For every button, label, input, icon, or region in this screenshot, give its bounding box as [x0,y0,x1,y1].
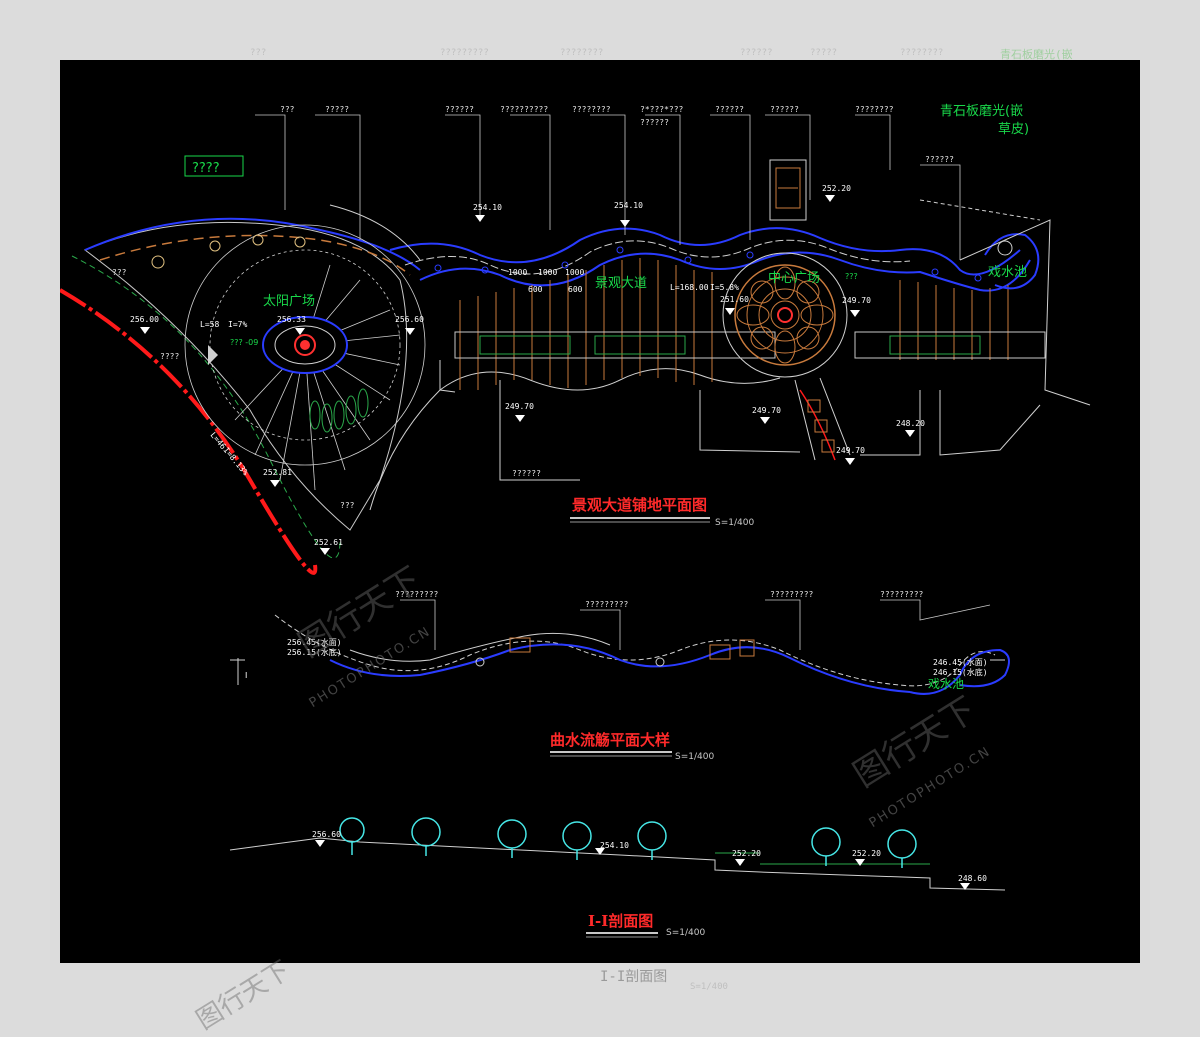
plan-scale: S=1/400 [715,518,754,528]
elevation-label: 249.70 [842,296,871,305]
section-trees [339,817,917,868]
material-note-line1: 青石板磨光(嵌 [940,104,1023,119]
landscape-avenue [369,227,1046,511]
callout-leaders [255,114,961,260]
callout-label: ?????? [770,105,799,114]
water-level-label: 246.45(水面) [933,657,988,667]
right-callout-label: ?????? [925,155,954,164]
elevation-label: 252.20 [822,184,851,193]
callout-label: ????? [325,105,349,114]
elevation-label: 256.33 [277,315,306,324]
callout-label: ???????? [855,105,894,114]
elevation-label: 249.70 [505,402,534,411]
cad-drawing-canvas: ???? 太阳广场 景观大道 中心广场 戏水池 青石板磨光(嵌 草皮) ??? … [60,60,1140,963]
callout-label: ?????? [715,105,744,114]
section-scale: S=1/400 [666,928,705,938]
dimension-label: 1000 [538,268,557,277]
plan-title: 景观大道铺地平面图 [572,496,707,514]
sun-plaza-label: 太阳广场 [263,294,315,309]
section-elevation-label: 256.60 [312,830,341,839]
center-plaza-label: 中心广场 [768,271,820,286]
water-level-label: 256.15(水底) [287,647,342,657]
detail-callout: ????????? [395,590,439,599]
detail-leaders [400,599,991,650]
center-plaza [722,159,851,461]
road-centerline [71,255,341,559]
left-callout-label: ??? [112,268,127,277]
detail-title: 曲水流觞平面大样 [550,731,670,749]
left-callout-label: ??? [340,501,355,510]
outside-label: ???????? [560,48,604,58]
dimension-label: 600 [528,285,543,294]
elevation-label: 252.61 [314,538,343,547]
section-title: I-I剖面图 [588,912,653,930]
material-note-line2: 草皮) [998,122,1029,137]
site-contours [329,204,1041,481]
section-elevation-label: 254.10 [600,841,629,850]
callout-label: ???????? [572,105,611,114]
legend-box-label: ???? [192,161,220,176]
elevation-label: 252.81 [263,468,292,477]
watermark-logo: 图行天下 [191,955,296,1036]
elevation-markers [140,195,915,555]
dimension-label: 600 [568,285,583,294]
ghost-section-scale: S=1/400 [690,982,728,992]
elevation-label: 254.10 [614,201,643,210]
outside-label: ???????? [900,48,944,58]
sun-plaza [83,217,426,531]
left-callout-label: ?????? [512,469,541,478]
elevation-label: 248.20 [896,419,925,428]
callout-label: ??? [280,105,295,114]
detail-pool-label: 戏水池 [928,677,964,691]
detail-scale: S=1/400 [675,752,714,762]
elevation-label: 251.60 [720,295,749,304]
callout-label: ?*???*??? [640,105,684,114]
elevation-label: 256.60 [395,315,424,324]
dimension-label: L=168.00 [670,283,709,292]
outside-label: ?????? [740,48,773,58]
left-callout-label: ??? -09 [230,338,258,347]
dimension-label: 1000 [508,268,527,277]
section-elevation-label: 252.20 [852,849,881,858]
elevation-label: 256.00 [130,315,159,324]
site-boundary-road [60,288,318,575]
left-callout-label: ??? [845,272,858,281]
callout-label: ?????? [445,105,474,114]
avenue-label: 景观大道 [595,276,647,291]
detail-callout: ????????? [585,600,629,609]
stream-detail [230,614,1010,695]
water-pool [919,199,1091,406]
dimension-label: L=58 [200,320,219,329]
section-elevation-label: 248.60 [958,874,987,883]
outside-label: ????????? [440,48,489,58]
water-pool-label: 戏水池 [988,265,1027,280]
dimension-label: I=7% [228,320,247,329]
outside-label: ??? [250,48,267,58]
elevation-label: 254.10 [473,203,502,212]
callout-label: ?????????? [500,105,548,114]
legend-box [184,155,244,177]
sub-callout-label: ?????? [640,118,669,127]
dimension-label: I=8.13% [221,446,250,478]
dimension-label: 1000 [565,268,584,277]
outside-label: ????? [810,48,838,58]
section-elevation-label: 252.20 [732,849,761,858]
elevation-label: 249.70 [752,406,781,415]
water-level-label: 256.45(水面) [287,637,342,647]
left-callout-label: ???? [160,352,179,361]
ghost-section-title: I-I剖面图 [600,969,668,985]
detail-callout: ????????? [880,590,924,599]
detail-callout: ????????? [770,590,814,599]
elevation-label: 249.70 [836,446,865,455]
dimension-label: I=5.8% [710,283,739,292]
section-mark: I [245,671,247,680]
cad-drawing: ???? 太阳广场 景观大道 中心广场 戏水池 青石板磨光(嵌 草皮) ??? … [60,104,1091,938]
water-level-label: 246.15(水底) [933,667,988,677]
outside-label: 青石板磨光(嵌 [1000,48,1073,61]
